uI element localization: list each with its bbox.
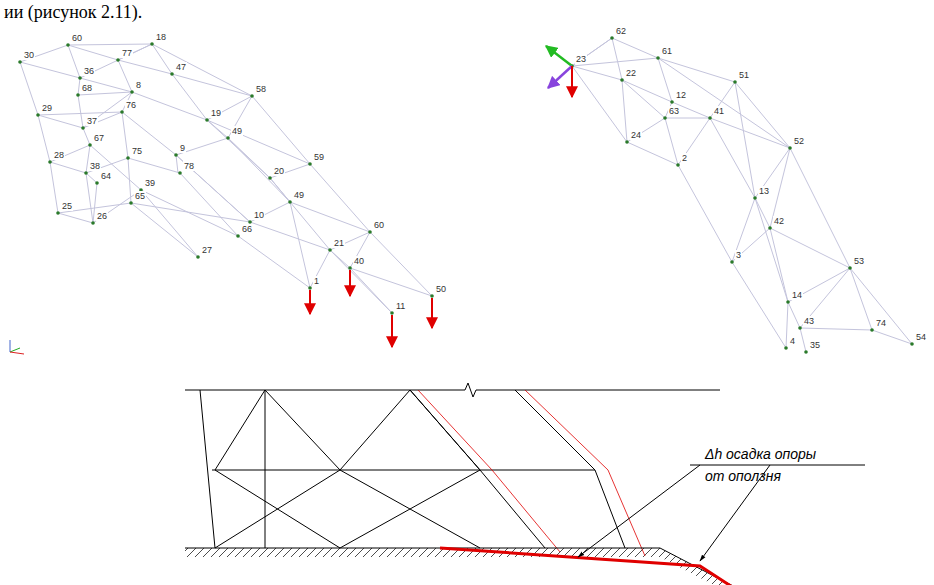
joint-number: 54: [915, 332, 927, 342]
joint-number: 14: [791, 290, 803, 300]
joint-number: 18: [155, 32, 167, 42]
joint-number: 47: [175, 62, 187, 72]
joint-number: 42: [773, 216, 785, 226]
load-arrows: [310, 270, 432, 347]
axis-arrows: [546, 46, 572, 97]
joint-number: 53: [853, 256, 865, 266]
slope-hatch: [660, 548, 760, 585]
joint-number: 40: [353, 256, 365, 266]
joint-number: 77: [121, 48, 133, 58]
joint-number: 68: [81, 83, 93, 93]
joint-number: 30: [23, 50, 35, 60]
joint-number: 25: [61, 201, 73, 211]
joint-number: 28: [53, 150, 65, 160]
joint-number: 38: [89, 161, 101, 171]
joint-number: 23: [575, 54, 587, 64]
joint-number: 75: [131, 146, 143, 156]
joint-number: 12: [675, 90, 687, 100]
joint-number: 59: [313, 152, 325, 162]
joint-number: 41: [713, 106, 725, 116]
joint-number: 29: [41, 103, 53, 113]
joint-number: 43: [803, 316, 815, 326]
joint-number: 66: [241, 224, 253, 234]
joint-number: 21: [333, 238, 345, 248]
joint-number: 64: [100, 171, 112, 181]
caption-fragment: ии (рисунок 2.11).: [4, 2, 142, 23]
label-underline: [690, 465, 865, 466]
joint-number: 11: [395, 301, 406, 311]
displaced-members: [418, 390, 645, 556]
joint-number: 51: [738, 70, 750, 80]
truss-members: [20, 44, 432, 313]
joint-dots: [570, 36, 914, 354]
joint-number: 74: [875, 318, 887, 328]
joint-number: 61: [661, 46, 673, 56]
joint-number: 3: [735, 250, 742, 260]
joint-number: 20: [273, 166, 285, 176]
joint-number: 19: [210, 108, 222, 118]
joint-number: 27: [201, 245, 213, 255]
settlement-line: [440, 548, 760, 585]
joint-number: 60: [71, 33, 83, 43]
joint-number: 62: [615, 26, 627, 36]
joint-number: 65: [134, 191, 146, 201]
joint-number: 9: [179, 143, 186, 153]
joint-number: 49: [231, 126, 243, 136]
joint-number: 50: [435, 284, 447, 294]
joint-number: 2: [681, 153, 688, 163]
axis-icon: [10, 340, 24, 354]
joint-number: 60: [373, 220, 385, 230]
joint-number: 76: [125, 100, 137, 110]
joint-number: 4: [789, 336, 796, 346]
joint-number: 49: [293, 190, 305, 200]
joint-number: 26: [96, 211, 108, 221]
joint-number: 67: [93, 133, 105, 143]
joint-number: 1: [313, 276, 320, 286]
joint-number: 58: [255, 84, 267, 94]
settlement-note: Δh осадка опоры от оползня: [705, 443, 833, 487]
joint-number: 35: [809, 340, 821, 350]
joint-number: 39: [144, 178, 156, 188]
joint-number: 36: [83, 66, 95, 76]
joint-number: 52: [793, 136, 805, 146]
joint-number: 24: [630, 130, 642, 140]
truss-members: [572, 38, 912, 352]
joint-number: 10: [253, 210, 265, 220]
joint-number: 22: [625, 68, 637, 78]
joint-number: 13: [758, 186, 770, 196]
joint-number: 78: [183, 161, 195, 171]
joint-number: 37: [86, 116, 98, 126]
joint-number: 63: [668, 106, 680, 116]
joint-number: 8: [135, 80, 142, 90]
joint-dots: [18, 42, 434, 315]
ground-line: [185, 548, 760, 585]
truss-scheme: [185, 383, 720, 548]
